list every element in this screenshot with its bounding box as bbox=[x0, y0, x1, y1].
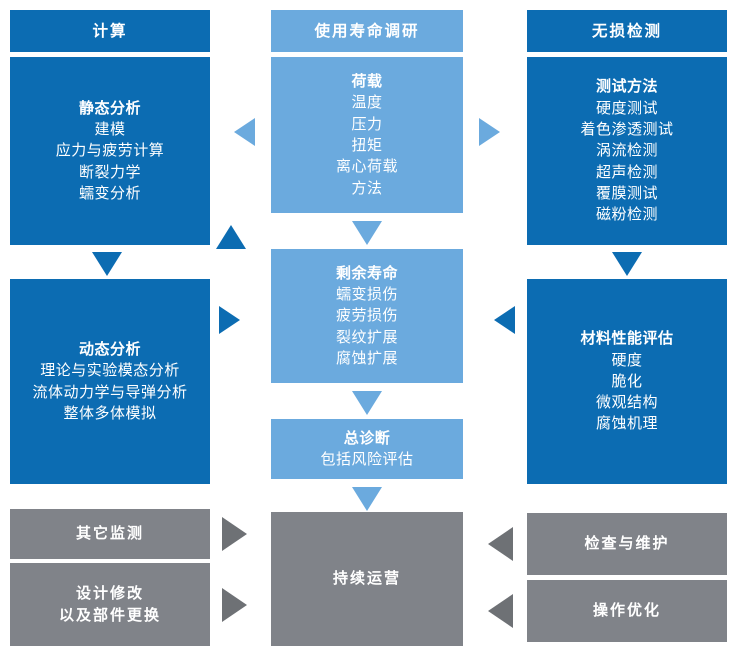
design-modification-line-1: 设计修改 bbox=[75, 584, 144, 603]
material-assessment-heading: 材料性能评估 bbox=[580, 329, 674, 348]
material-assessment-item-2: 微观结构 bbox=[595, 393, 658, 412]
arrow-residual-life-to-diagnosis-icon bbox=[352, 391, 382, 415]
diagnosis-heading: 总诊断 bbox=[343, 428, 391, 447]
test-methods-item-4: 覆膜测试 bbox=[595, 183, 658, 202]
design-modification-line-2: 以及部件更换 bbox=[58, 605, 161, 624]
static-analysis-item-2: 断裂力学 bbox=[78, 162, 141, 181]
static-analysis-item-0: 建模 bbox=[94, 120, 126, 139]
material-assessment-item-3: 腐蚀机理 bbox=[595, 414, 658, 433]
arrow-dynamic-to-residual-life-icon bbox=[219, 306, 240, 334]
loads-item-2: 扭矩 bbox=[351, 136, 383, 154]
loads-heading: 荷载 bbox=[351, 72, 383, 91]
diagnosis-box: 总诊断 包括风险评估 bbox=[271, 419, 463, 479]
dynamic-analysis-item-2: 整体多体模拟 bbox=[63, 403, 157, 422]
arrow-static-to-dynamic-analysis-icon bbox=[92, 252, 122, 276]
inspection-maintenance-label: 检查与维护 bbox=[584, 534, 670, 553]
arrow-material-to-residual-life-icon bbox=[494, 306, 515, 334]
arrow-loads-to-residual-life-icon bbox=[352, 221, 382, 245]
center-column-header: 使用寿命调研 bbox=[271, 10, 463, 52]
arrow-diagnosis-to-operation-icon bbox=[352, 487, 382, 511]
dynamic-analysis-item-0: 理论与实验模态分析 bbox=[40, 361, 180, 380]
test-methods-box: 测试方法 硬度测试 着色渗透测试 涡流检测 超声检测 覆膜测试 磁粉检测 bbox=[527, 57, 727, 245]
arrow-loads-to-static-analysis-icon bbox=[234, 118, 255, 146]
residual-life-item-0: 蠕变损伤 bbox=[335, 285, 398, 304]
static-analysis-heading: 静态分析 bbox=[78, 98, 141, 117]
loads-box: 荷载 温度 压力 扭矩 离心荷载 方法 bbox=[271, 57, 463, 213]
continued-operation-box: 持续运营 bbox=[271, 512, 463, 646]
dynamic-analysis-item-1: 流体动力学与导弹分析 bbox=[32, 382, 188, 401]
arrow-optimization-to-operation-icon bbox=[488, 594, 513, 628]
operation-optimization-label: 操作优化 bbox=[592, 601, 661, 620]
arrow-static-analysis-to-residual-life-icon bbox=[216, 225, 246, 249]
test-methods-item-1: 着色渗透测试 bbox=[580, 120, 674, 139]
residual-life-heading: 剩余寿命 bbox=[335, 263, 398, 282]
loads-item-3: 离心荷载 bbox=[335, 157, 398, 176]
other-monitoring-box: 其它监测 bbox=[10, 509, 210, 559]
static-analysis-item-3: 蠕变分析 bbox=[78, 183, 141, 202]
right-column-header: 无损检测 bbox=[527, 10, 727, 52]
static-analysis-box: 静态分析 建模 应力与疲劳计算 断裂力学 蠕变分析 bbox=[10, 57, 210, 245]
operation-optimization-box: 操作优化 bbox=[527, 580, 727, 642]
static-analysis-item-1: 应力与疲劳计算 bbox=[55, 141, 165, 160]
residual-life-item-3: 腐蚀扩展 bbox=[335, 348, 398, 367]
residual-life-item-1: 疲劳损伤 bbox=[335, 306, 398, 325]
residual-life-item-2: 裂纹扩展 bbox=[335, 327, 398, 346]
design-modification-box: 设计修改 以及部件更换 bbox=[10, 563, 210, 646]
dynamic-analysis-heading: 动态分析 bbox=[78, 339, 141, 358]
arrow-other-monitoring-to-operation-icon bbox=[222, 517, 247, 551]
material-assessment-item-1: 脆化 bbox=[611, 371, 643, 390]
loads-item-4: 方法 bbox=[351, 178, 383, 197]
test-methods-item-0: 硬度测试 bbox=[595, 98, 658, 117]
residual-life-box: 剩余寿命 蠕变损伤 疲劳损伤 裂纹扩展 腐蚀扩展 bbox=[271, 249, 463, 383]
test-methods-heading: 测试方法 bbox=[595, 77, 658, 96]
material-assessment-item-0: 硬度 bbox=[611, 350, 643, 369]
test-methods-item-3: 超声检测 bbox=[595, 162, 658, 181]
arrow-design-mod-to-operation-icon bbox=[222, 588, 247, 622]
loads-item-1: 压力 bbox=[351, 114, 383, 133]
arrow-test-methods-to-material-icon bbox=[612, 252, 642, 276]
other-monitoring-label: 其它监测 bbox=[75, 524, 144, 543]
material-assessment-box: 材料性能评估 硬度 脆化 微观结构 腐蚀机理 bbox=[527, 279, 727, 484]
center-column-header-label: 使用寿命调研 bbox=[314, 22, 420, 40]
left-column-header-label: 计算 bbox=[92, 22, 128, 40]
test-methods-item-2: 涡流检测 bbox=[595, 141, 658, 160]
dynamic-analysis-box: 动态分析 理论与实验模态分析 流体动力学与导弹分析 整体多体模拟 bbox=[10, 279, 210, 484]
test-methods-item-5: 磁粉检测 bbox=[595, 205, 658, 224]
arrow-inspection-to-operation-icon bbox=[488, 527, 513, 561]
arrow-loads-to-test-methods-icon bbox=[479, 118, 500, 146]
continued-operation-label: 持续运营 bbox=[332, 569, 401, 588]
diagnosis-item-0: 包括风险评估 bbox=[320, 450, 414, 468]
right-column-header-label: 无损检测 bbox=[591, 22, 662, 40]
loads-item-0: 温度 bbox=[351, 93, 383, 112]
inspection-maintenance-box: 检查与维护 bbox=[527, 513, 727, 575]
left-column-header: 计算 bbox=[10, 10, 210, 52]
